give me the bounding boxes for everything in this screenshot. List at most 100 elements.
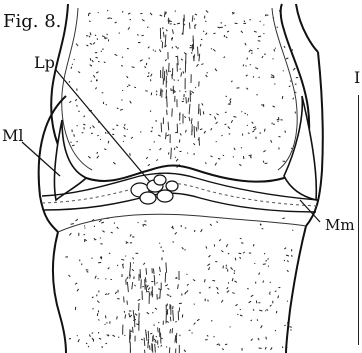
stipple-mark	[262, 56, 263, 58]
stipple-mark	[111, 232, 113, 233]
stipple-mark	[96, 87, 97, 89]
stipple-mark	[155, 308, 157, 309]
stipple-mark	[173, 227, 174, 229]
hatch-stroke	[159, 267, 160, 272]
stipple-mark	[163, 91, 164, 92]
stipple-mark	[285, 131, 286, 133]
stipple-mark	[235, 23, 238, 24]
hatch-stroke	[145, 277, 146, 282]
stipple-mark	[231, 267, 233, 269]
stipple-mark	[78, 339, 79, 342]
stipple-mark	[166, 30, 167, 32]
stipple-mark	[182, 247, 184, 249]
stipple-mark	[90, 127, 91, 128]
stipple-mark	[92, 297, 94, 298]
stipple-mark	[192, 333, 193, 334]
stipple-mark	[180, 124, 181, 125]
hatch-stroke	[198, 47, 199, 57]
joint-cartilage-middle	[42, 183, 318, 206]
stipple-mark	[267, 309, 269, 310]
stipple-mark	[168, 288, 170, 289]
stipple-mark	[143, 263, 145, 265]
stipple-mark	[238, 314, 239, 315]
stipple-mark	[217, 287, 219, 290]
stipple-mark	[100, 139, 101, 140]
stipple-mark	[128, 13, 130, 14]
stipple-mark	[85, 240, 87, 241]
stipple-mark	[150, 111, 151, 112]
stipple-mark	[211, 320, 212, 321]
stipple-mark	[160, 15, 162, 16]
hatch-stroke	[169, 63, 170, 72]
stipple-mark	[191, 91, 194, 93]
stipple-mark	[151, 131, 153, 132]
stipple-mark	[143, 224, 144, 226]
stipple-mark	[77, 289, 79, 291]
stipple-mark	[185, 91, 186, 92]
hatch-stroke	[126, 279, 127, 284]
stipple-mark	[124, 311, 125, 313]
stipple-mark	[142, 35, 144, 36]
stipple-mark	[148, 47, 149, 49]
stipple-mark	[195, 87, 196, 88]
stipple-mark	[96, 57, 98, 58]
stipple-mark	[130, 101, 132, 104]
stipple-mark	[97, 152, 98, 154]
stipple-mark	[88, 156, 90, 158]
hatch-stroke	[166, 132, 167, 139]
stipple-mark	[222, 348, 223, 350]
hatch-stroke	[172, 74, 173, 79]
stipple-mark	[93, 308, 94, 309]
hatch-stroke	[161, 123, 162, 133]
stipple-mark	[105, 132, 106, 134]
stipple-mark	[194, 323, 196, 325]
stipple-mark	[93, 43, 95, 45]
stipple-mark	[272, 123, 273, 124]
stipple-mark	[170, 296, 171, 297]
stipple-mark	[286, 255, 289, 256]
stipple-mark	[115, 292, 116, 294]
stipple-mark	[210, 114, 212, 115]
stipple-mark	[90, 32, 91, 35]
stipple-mark	[74, 134, 75, 137]
lower-bone-plate	[58, 214, 306, 232]
stipple-mark	[209, 255, 211, 257]
stipple-mark	[138, 299, 141, 300]
stipple-mark	[88, 346, 89, 347]
stipple-mark	[90, 58, 91, 60]
hatch-stroke	[167, 110, 168, 115]
stipple-mark	[203, 31, 204, 32]
stipple-mark	[147, 312, 149, 314]
capsule-outer-right	[296, 4, 318, 52]
stipple-mark	[145, 91, 147, 92]
stipple-mark	[246, 75, 248, 76]
stipple-mark	[141, 339, 143, 340]
stipple-mark	[106, 278, 107, 279]
hatch-stroke	[167, 309, 168, 315]
stipple-mark	[117, 316, 118, 319]
stipple-mark	[130, 19, 131, 20]
stipple-mark	[273, 106, 275, 107]
stipple-mark	[71, 67, 72, 69]
upper-bone-shaft-hatching	[160, 11, 200, 159]
stipple-mark	[195, 24, 196, 26]
stipple-mark	[166, 12, 167, 15]
stipple-mark	[247, 288, 249, 289]
stipple-mark	[252, 122, 254, 124]
hatch-stroke	[155, 344, 156, 353]
hatch-stroke	[130, 348, 131, 353]
hatch-stroke	[148, 339, 149, 349]
stipple-mark	[124, 335, 125, 336]
stipple-mark	[221, 251, 223, 253]
stipple-mark	[235, 281, 237, 282]
stipple-mark	[156, 91, 157, 92]
stipple-mark	[247, 125, 248, 126]
stipple-mark	[261, 325, 263, 328]
stipple-mark	[90, 65, 92, 66]
stipple-mark	[191, 93, 192, 95]
stipple-mark	[135, 314, 137, 316]
stipple-mark	[211, 49, 212, 50]
stipple-mark	[219, 345, 220, 346]
stipple-mark	[76, 44, 78, 46]
stipple-mark	[293, 98, 294, 100]
